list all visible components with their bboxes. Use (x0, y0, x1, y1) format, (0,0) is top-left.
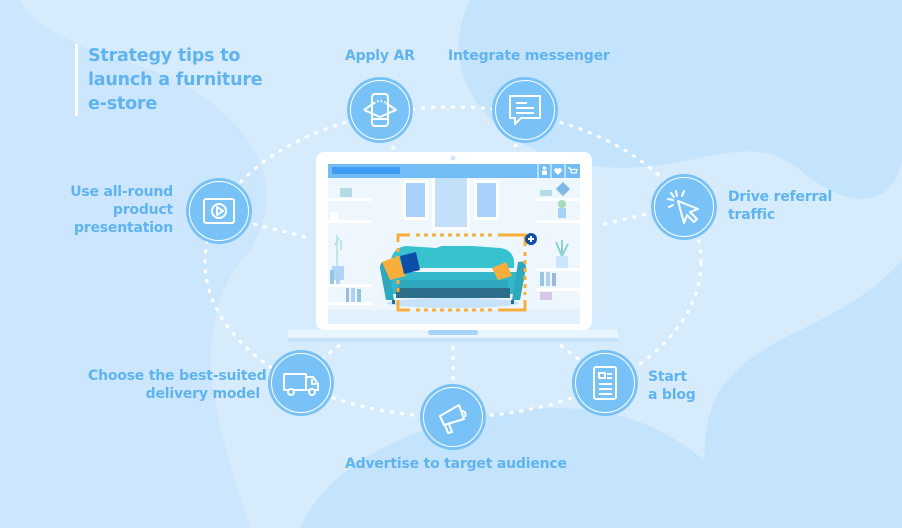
tip-node-delivery-model (268, 350, 334, 416)
label-line: Start (648, 369, 687, 385)
label-line: delivery model (145, 386, 261, 402)
label-line: a blog (648, 387, 696, 403)
tip-label-apply-ar: Apply AR (345, 47, 415, 65)
tip-label-advertise: Advertise to target audience (345, 455, 567, 473)
label-line: Advertise to target audience (345, 456, 567, 472)
title-line: Strategy tips to (88, 46, 241, 66)
tip-node-apply-ar (347, 77, 413, 143)
tip-node-start-blog (572, 350, 638, 416)
megaphone-icon (439, 404, 467, 434)
label-line: Choose the best-suited (88, 368, 267, 384)
tip-node-advertise (420, 384, 486, 450)
tip-label-delivery-model: Choose the best-suited delivery model (88, 367, 267, 403)
label-line: Drive referral (728, 189, 833, 205)
orange-pillow (492, 262, 512, 280)
tip-label-product-presentation: Use all-round product presentation (60, 183, 173, 237)
laptop-illustration (288, 152, 618, 342)
tip-label-integrate-messenger: Integrate messenger (448, 47, 610, 65)
cart-icon (568, 167, 578, 174)
label-line: Use all-round (70, 184, 173, 200)
document-icon (593, 366, 617, 400)
tip-label-drive-referral-traffic: Drive referral traffic (728, 188, 832, 224)
label-line: traffic (728, 207, 775, 223)
label-line: Apply AR (345, 48, 415, 64)
video-play-icon (203, 198, 235, 224)
store-toolbar (328, 164, 580, 178)
chat-bubble-icon (509, 95, 541, 125)
plus-icon (525, 233, 537, 245)
title-line: launch a furniture (88, 70, 263, 90)
user-icon (542, 166, 547, 175)
ar-frame (396, 233, 527, 312)
label-line: product (112, 202, 173, 218)
blue-pillow (400, 252, 420, 274)
title-line: e-store (88, 94, 158, 114)
heart-icon (554, 168, 562, 175)
truck-icon (283, 373, 319, 396)
infographic-title: Strategy tips to launch a furniture e-st… (75, 44, 263, 116)
label-line: presentation (73, 220, 173, 236)
sofa (380, 246, 526, 308)
orange-pillow (382, 256, 406, 280)
tip-label-start-blog: Start a blog (648, 368, 696, 404)
ar-phone-icon (363, 93, 397, 127)
tip-node-product-presentation (186, 178, 252, 244)
label-line: Integrate messenger (448, 48, 610, 64)
tip-node-integrate-messenger (492, 77, 558, 143)
tip-node-drive-referral-traffic (651, 174, 717, 240)
cursor-click-icon (667, 190, 699, 224)
